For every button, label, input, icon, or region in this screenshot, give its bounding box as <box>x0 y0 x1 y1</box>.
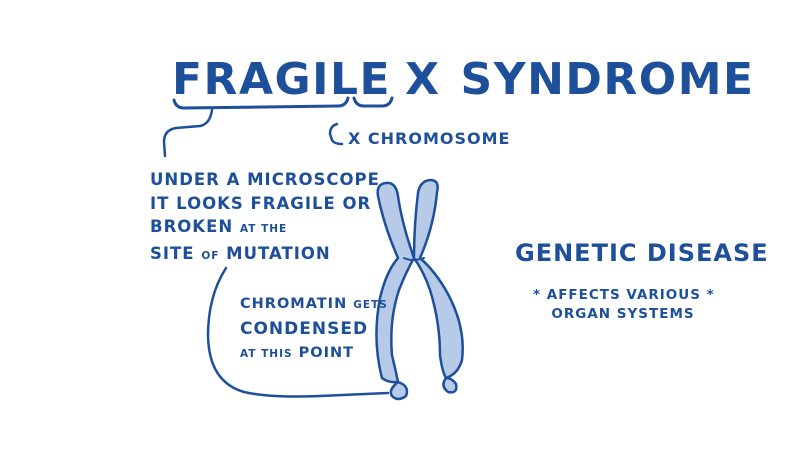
chromatin-description: CHROMATIN GETS CONDENSED AT THIS POINT <box>240 292 388 366</box>
broken-word: BROKEN <box>150 217 233 236</box>
of-word: OF <box>201 250 219 262</box>
x-chromosome-label: X CHROMOSOME <box>348 131 510 147</box>
affects-line-2: ORGAN SYSTEMS <box>533 305 713 324</box>
microscope-line-4: SITE OF MUTATION <box>150 242 380 269</box>
affects-line-1: * AFFECTS VARIOUS * <box>533 286 713 305</box>
gets-word: GETS <box>353 299 388 311</box>
genetic-disease-heading: GENETIC DISEASE <box>515 241 769 265</box>
mutation-word: MUTATION <box>226 244 331 263</box>
affects-description: * AFFECTS VARIOUS * ORGAN SYSTEMS <box>533 286 713 324</box>
point-word: POINT <box>299 345 354 361</box>
x-chromosome-shape <box>376 180 462 399</box>
microscope-line-2: IT LOOKS FRAGILE OR <box>150 192 380 216</box>
site-word: SITE <box>150 244 195 263</box>
title-word-x: X <box>405 58 440 102</box>
chromatin-line-3: AT THIS POINT <box>240 341 388 366</box>
microscope-line-1: UNDER A MICROSCOPE <box>150 168 380 192</box>
microscope-description: UNDER A MICROSCOPE IT LOOKS FRAGILE OR B… <box>150 168 380 268</box>
page-title: FRAGILE X SYNDROME <box>172 58 755 102</box>
chromatin-line-1: CHROMATIN GETS <box>240 292 388 317</box>
title-word-syndrome: SYNDROME <box>461 58 755 102</box>
at-this-word: AT THIS <box>240 348 293 360</box>
fragile-connector <box>164 110 212 156</box>
condensed-word: CONDENSED <box>240 317 388 341</box>
right-chromatid <box>414 180 463 392</box>
microscope-line-3: BROKEN AT THE <box>150 215 380 242</box>
at-the-word: AT THE <box>240 223 287 235</box>
x-chromosome-connector <box>330 124 342 144</box>
left-chromatid <box>376 183 414 399</box>
chromatin-word: CHROMATIN <box>240 296 347 312</box>
title-word-fragile: FRAGILE <box>172 58 391 102</box>
